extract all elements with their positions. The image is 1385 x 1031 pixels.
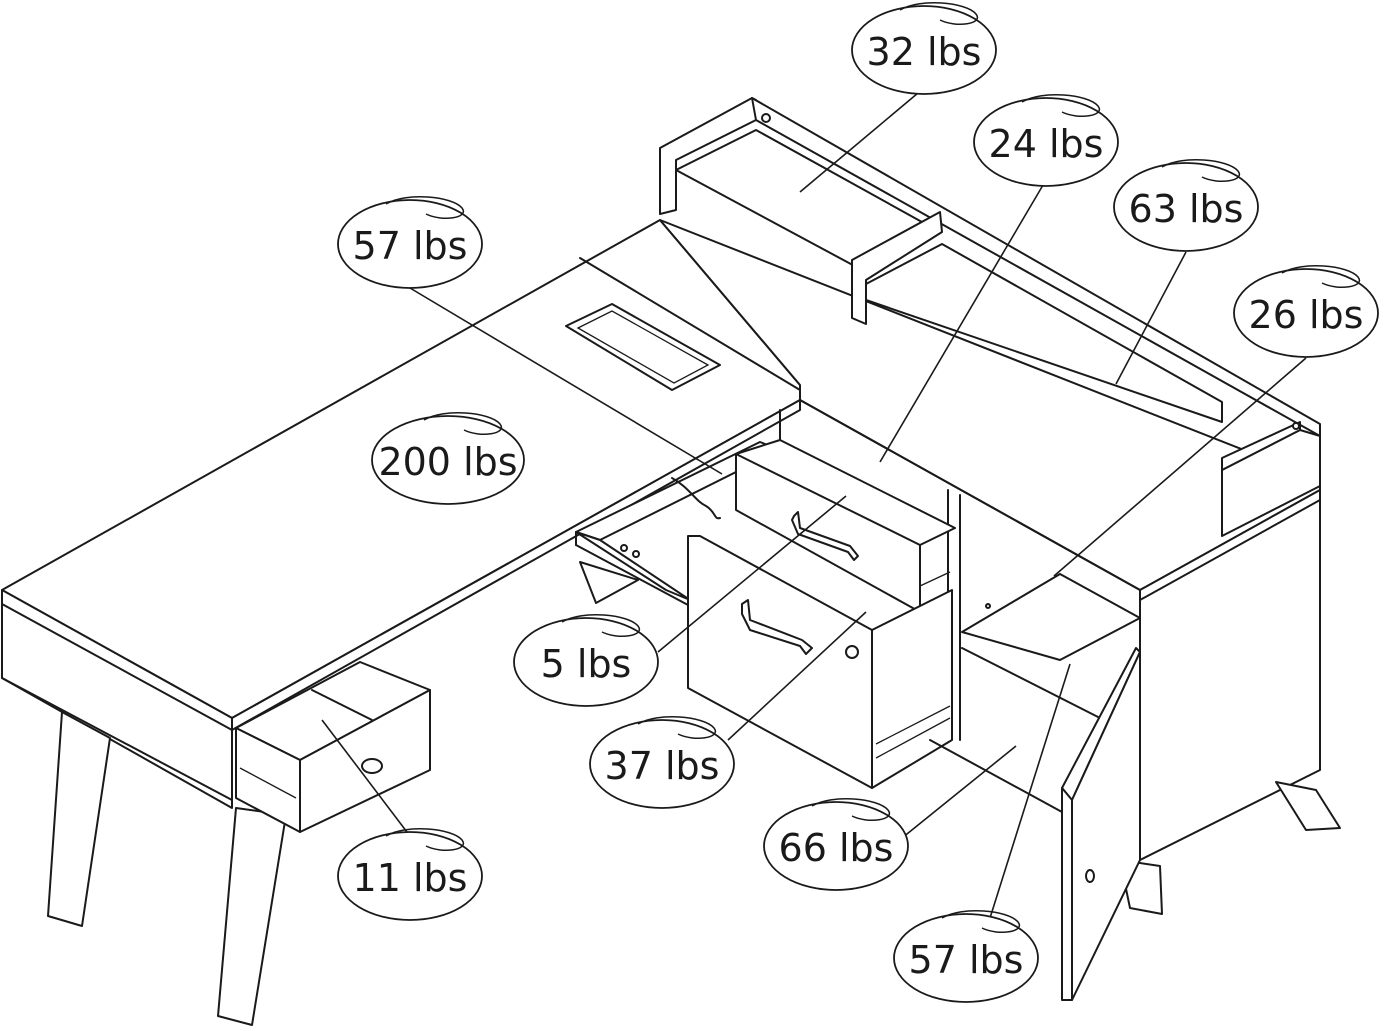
desk-return bbox=[659, 219, 1341, 915]
callout-label: 37 lbs bbox=[605, 744, 720, 788]
small-drawer bbox=[235, 661, 431, 833]
callout-small-drawer: 11 lbs bbox=[337, 828, 483, 921]
callout-hutch-right-shelf: 63 lbs bbox=[1113, 159, 1259, 252]
keyboard-tray bbox=[575, 441, 781, 606]
leader-lines bbox=[321, 87, 1307, 919]
desk-legs bbox=[47, 561, 639, 1026]
callout-label: 32 lbs bbox=[867, 30, 982, 74]
callout-desk-main-top: 200 lbs bbox=[371, 412, 525, 505]
callout-cabinet-shelf: 66 lbs bbox=[763, 798, 909, 891]
callout-label: 66 lbs bbox=[779, 826, 894, 870]
callout-cabinet-top: 26 lbs bbox=[1233, 265, 1379, 358]
callout-label: 24 lbs bbox=[989, 122, 1104, 166]
callout-label: 200 lbs bbox=[378, 440, 517, 484]
callout-cabinet-bottom: 57 lbs bbox=[893, 910, 1039, 1003]
callout-label: 5 lbs bbox=[541, 642, 632, 686]
callout-label: 63 lbs bbox=[1129, 187, 1244, 231]
hutch bbox=[659, 97, 1321, 537]
callout-hutch-divider-shelf: 24 lbs bbox=[973, 94, 1119, 187]
callout-label: 26 lbs bbox=[1249, 293, 1364, 337]
cabinet bbox=[929, 573, 1141, 1001]
callout-hutch-top-shelf: 32 lbs bbox=[851, 2, 997, 95]
file-drawer bbox=[687, 535, 953, 789]
callout-label: 57 lbs bbox=[353, 224, 468, 268]
upper-drawer bbox=[735, 439, 956, 613]
callout-keyboard-tray: 5 lbs bbox=[513, 614, 659, 707]
callout-label: 11 lbs bbox=[353, 856, 468, 900]
power-grommet bbox=[565, 303, 721, 391]
callout-label: 57 lbs bbox=[909, 938, 1024, 982]
callout-desk-return-top: 57 lbs bbox=[337, 196, 483, 289]
callout-file-drawer: 37 lbs bbox=[589, 716, 735, 809]
